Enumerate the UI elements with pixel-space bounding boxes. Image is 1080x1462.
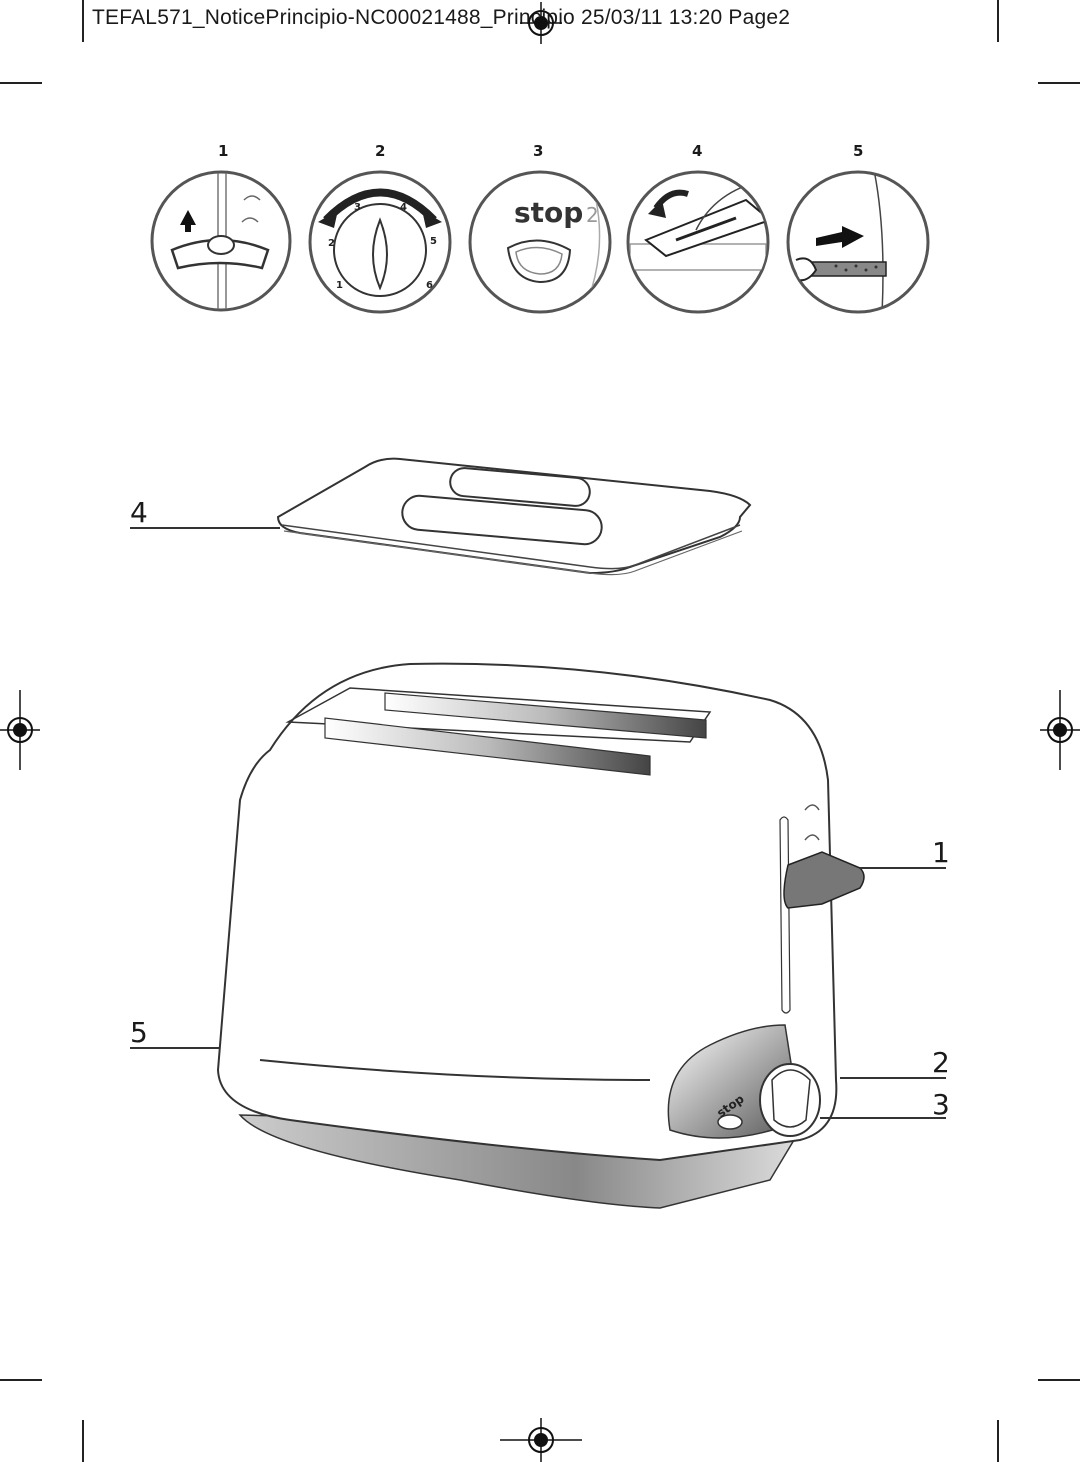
registration-mark-icon — [0, 690, 40, 770]
toaster-illustration: stop — [216, 662, 865, 1209]
callout-line — [860, 867, 946, 869]
step-number: 3 — [533, 142, 544, 160]
callout-line — [130, 527, 280, 529]
callout-lever: 1 — [932, 836, 950, 869]
callout-dial: 2 — [932, 1046, 950, 1079]
svg-text:6: 6 — [426, 280, 433, 291]
svg-text:1: 1 — [336, 280, 343, 291]
svg-text:5: 5 — [430, 236, 437, 247]
crop-mark — [82, 1420, 84, 1462]
svg-text:4: 4 — [400, 202, 407, 213]
lid-removal-icon — [626, 170, 770, 314]
registration-mark-icon — [1040, 690, 1080, 770]
step-number: 5 — [853, 142, 864, 160]
stop-label: stop — [514, 196, 583, 229]
crop-mark — [0, 1379, 42, 1381]
crop-mark — [1038, 82, 1080, 84]
crop-mark — [997, 1420, 999, 1462]
toaster-lid — [276, 457, 752, 576]
svg-text:2: 2 — [586, 203, 599, 227]
callout-lid: 4 — [130, 496, 148, 529]
registration-mark-icon — [520, 2, 562, 44]
callout-line — [130, 1047, 220, 1049]
svg-text:2: 2 — [328, 238, 335, 249]
step-number: 1 — [218, 142, 229, 160]
callout-line — [840, 1077, 946, 1079]
svg-text:3: 3 — [354, 202, 361, 213]
crop-mark — [82, 0, 84, 42]
lever-up-icon — [150, 170, 292, 312]
crumb-tray-icon — [786, 170, 930, 314]
page-header: TEFAL571_NoticePrincipio-NC00021488_Prin… — [92, 6, 791, 29]
step-number: 4 — [692, 142, 703, 160]
browning-dial-icon: 1 2 3 4 5 6 — [308, 170, 452, 314]
step-number: 2 — [375, 142, 386, 160]
callout-line — [820, 1117, 946, 1119]
callout-crumb-tray: 5 — [130, 1016, 148, 1049]
stop-button-icon: stop 2 — [468, 170, 612, 314]
crop-mark — [1038, 1379, 1080, 1381]
crop-mark — [0, 82, 42, 84]
crop-mark — [997, 0, 999, 42]
callout-stop-button: 3 — [932, 1088, 950, 1121]
registration-mark-icon — [500, 1418, 582, 1462]
